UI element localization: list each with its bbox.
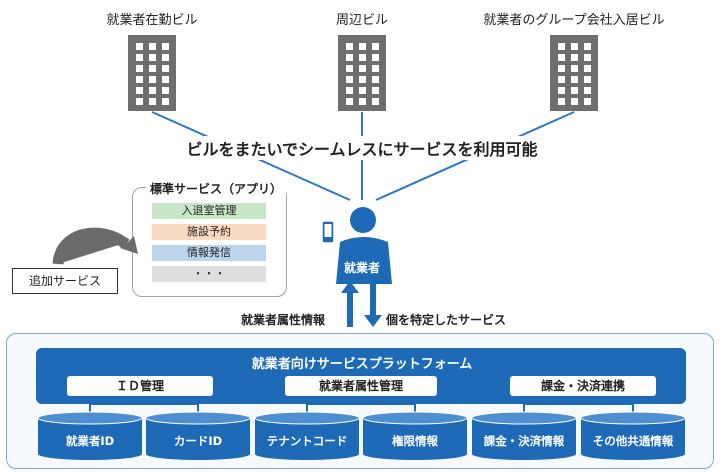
building-window — [372, 76, 379, 83]
building-window — [359, 76, 366, 83]
building-window — [346, 54, 353, 61]
database-label-permission: 権限情報 — [392, 434, 438, 448]
building-window — [558, 87, 565, 94]
building-window — [136, 65, 143, 72]
database-cylinder — [146, 418, 250, 460]
database-cap — [580, 411, 686, 425]
database-cap — [362, 411, 468, 425]
building-window — [584, 76, 591, 83]
personalized-service-label: 個を特定したサービス — [386, 313, 507, 327]
platform-title: 就業者向けサービスプラットフォーム — [251, 357, 473, 372]
building-window — [162, 87, 169, 94]
building-window — [558, 76, 565, 83]
building-window — [359, 43, 366, 50]
database-cylinder — [38, 418, 142, 460]
building-window — [359, 65, 366, 72]
building-window — [162, 65, 169, 72]
worker-person-icon — [336, 207, 392, 284]
building-window — [584, 65, 591, 72]
database-cap — [471, 411, 577, 425]
arrow-down-icon — [364, 281, 382, 327]
building-window — [558, 54, 565, 61]
building-label-group: 就業者のグループ会社入居ビル — [483, 13, 665, 28]
building-icon — [338, 35, 386, 111]
database-label-worker-id: 就業者ID — [65, 434, 115, 448]
worker-attribute-label: 就業者属性情報 — [241, 313, 326, 327]
building-window — [571, 87, 578, 94]
building-window — [584, 43, 591, 50]
building-window — [162, 76, 169, 83]
building-window — [372, 54, 379, 61]
building-window — [136, 76, 143, 83]
building-window — [558, 65, 565, 72]
building-window — [359, 87, 366, 94]
database-cylinder — [255, 418, 359, 460]
app-item-more: ・・・ — [152, 266, 266, 282]
arrow-up-icon — [341, 281, 359, 327]
building-window — [372, 98, 379, 105]
building-window — [558, 43, 565, 50]
building-window — [571, 98, 578, 105]
database-label-tenant-code: テナントコード — [266, 434, 348, 448]
building-window — [149, 98, 156, 105]
building-window — [558, 98, 565, 105]
app-item-information: 情報発信 — [152, 245, 266, 261]
worker-label: 就業者 — [344, 261, 381, 275]
building-window — [149, 54, 156, 61]
building-window — [372, 65, 379, 72]
standard-services-title: 標準サービス（アプリ） — [146, 180, 287, 197]
building-window — [346, 98, 353, 105]
building-window — [149, 87, 156, 94]
building-window — [149, 43, 156, 50]
app-item-entry: 入退室管理 — [152, 203, 266, 219]
building-window — [346, 43, 353, 50]
building-window — [584, 87, 591, 94]
building-window — [571, 43, 578, 50]
database-cylinder — [472, 418, 576, 460]
curved-arrow-icon — [52, 227, 138, 265]
smartphone-icon — [321, 220, 335, 244]
building-window — [359, 98, 366, 105]
building-window — [162, 54, 169, 61]
database-cap — [145, 411, 251, 425]
building-window — [136, 54, 143, 61]
database-cap — [37, 411, 143, 425]
database-label-card-id: カードID — [173, 434, 223, 448]
database-label-billing: 課金・決済情報 — [483, 434, 565, 448]
function-attribute-management: 就業者属性管理 — [285, 376, 437, 396]
app-item-reservation: 施設予約 — [152, 224, 266, 240]
building-window — [571, 76, 578, 83]
building-window — [346, 65, 353, 72]
building-window — [346, 87, 353, 94]
headline: ビルをまたいでシームレスにサービスを利用可能 — [180, 136, 544, 160]
function-id-management: ＩＤ管理 — [67, 376, 213, 396]
building-window — [584, 54, 591, 61]
building-label-workplace: 就業者在勤ビル — [106, 13, 198, 28]
building-window — [136, 98, 143, 105]
database-cylinder — [363, 418, 467, 460]
building-icon — [128, 35, 176, 111]
database-cap — [254, 411, 360, 425]
building-label-nearby: 周辺ビル — [335, 13, 389, 28]
building-window — [136, 87, 143, 94]
building-window — [346, 76, 353, 83]
building-window — [571, 54, 578, 61]
building-window — [149, 65, 156, 72]
additional-service-box: 追加サービス — [12, 268, 118, 294]
building-icon — [550, 35, 598, 111]
building-window — [571, 65, 578, 72]
building-window — [162, 98, 169, 105]
function-billing-integration: 課金・決済連携 — [510, 376, 656, 396]
building-window — [136, 43, 143, 50]
building-window — [149, 76, 156, 83]
building-window — [359, 54, 366, 61]
building-window — [162, 43, 169, 50]
database-label-common: その他共通情報 — [592, 434, 674, 448]
building-window — [584, 98, 591, 105]
building-window — [372, 43, 379, 50]
building-window — [372, 87, 379, 94]
database-cylinder — [581, 418, 685, 460]
